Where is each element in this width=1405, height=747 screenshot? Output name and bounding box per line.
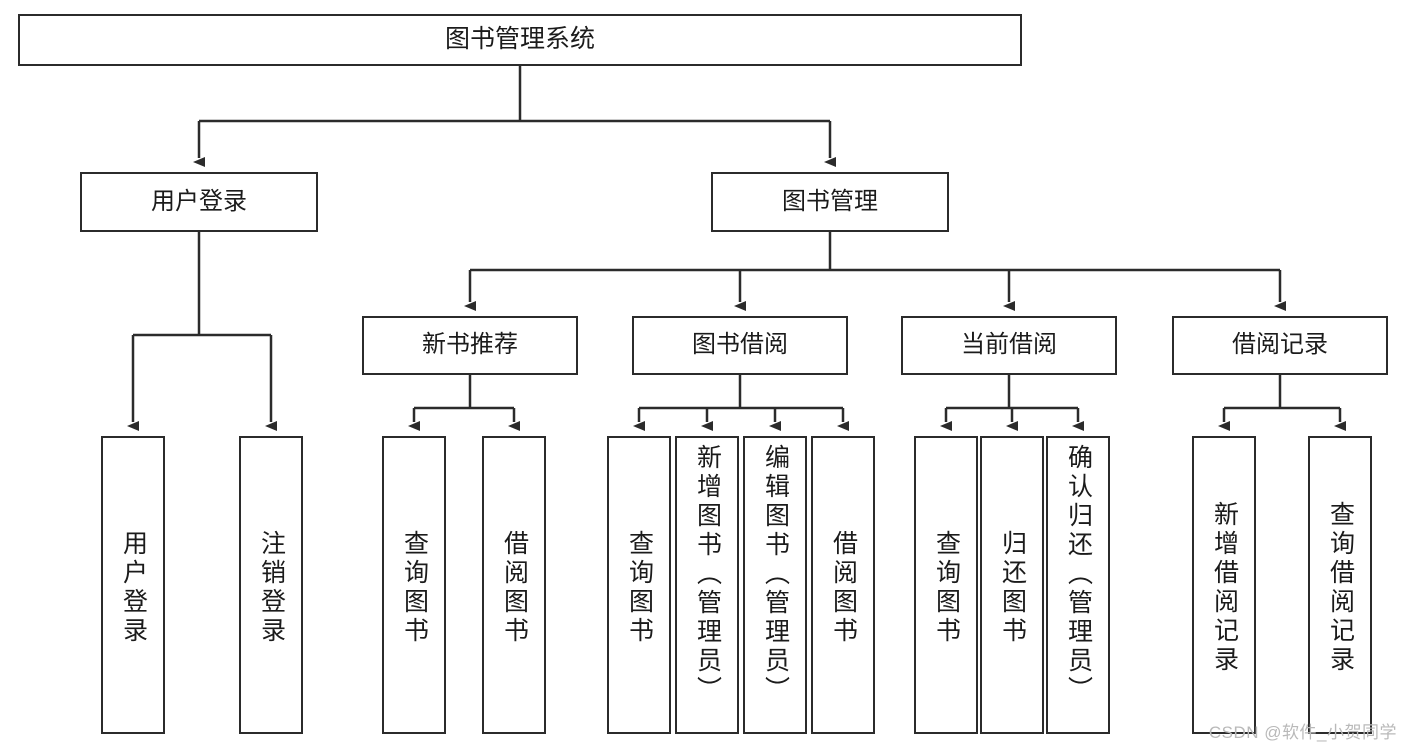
node-label: 查询图书 <box>625 530 654 646</box>
leaf-newbook-borrow-book[interactable]: 借阅图书 <box>482 436 546 734</box>
node-book-management[interactable]: 图书管理 <box>711 172 949 232</box>
leaf-borrow-query-book[interactable]: 查询图书 <box>607 436 671 734</box>
node-label: 注销登录 <box>257 530 286 646</box>
node-label: 用户登录 <box>151 187 247 215</box>
node-new-book-recommend[interactable]: 新书推荐 <box>362 316 578 375</box>
node-label: 借阅图书 <box>500 530 529 646</box>
node-label: 借阅图书 <box>829 530 858 646</box>
leaf-user-logout[interactable]: 注销登录 <box>239 436 303 734</box>
node-label: 图书管理 <box>782 187 878 215</box>
node-label: 新书推荐 <box>422 331 518 359</box>
node-label: 图书管理系统 <box>444 25 595 54</box>
leaf-borrow-edit-book-admin[interactable]: 编辑图书（管理员） <box>743 436 807 734</box>
node-label: 新增图书（管理员） <box>693 444 722 705</box>
leaf-borrow-add-book-admin[interactable]: 新增图书（管理员） <box>675 436 739 734</box>
node-borrow-record[interactable]: 借阅记录 <box>1172 316 1388 375</box>
node-label: 借阅记录 <box>1232 331 1328 359</box>
leaf-user-login[interactable]: 用户登录 <box>101 436 165 734</box>
watermark-text: CSDN @软件_小贺同学 <box>1208 723 1397 742</box>
node-label: 查询图书 <box>932 530 961 646</box>
node-label: 查询借阅记录 <box>1326 501 1355 675</box>
node-label: 确认归还（管理员） <box>1064 444 1093 705</box>
node-current-borrow[interactable]: 当前借阅 <box>901 316 1117 375</box>
node-user-login[interactable]: 用户登录 <box>80 172 318 232</box>
leaf-borrow-borrow-book[interactable]: 借阅图书 <box>811 436 875 734</box>
node-label: 新增借阅记录 <box>1210 501 1239 675</box>
node-root-system[interactable]: 图书管理系统 <box>18 14 1022 66</box>
node-label: 归还图书 <box>998 530 1027 646</box>
node-book-borrow[interactable]: 图书借阅 <box>632 316 848 375</box>
leaf-current-query-book[interactable]: 查询图书 <box>914 436 978 734</box>
leaf-record-query-record[interactable]: 查询借阅记录 <box>1308 436 1372 734</box>
leaf-newbook-query-book[interactable]: 查询图书 <box>382 436 446 734</box>
node-label: 用户登录 <box>119 530 148 646</box>
node-label: 图书借阅 <box>692 331 788 359</box>
leaf-current-confirm-return-admin[interactable]: 确认归还（管理员） <box>1046 436 1110 734</box>
leaf-current-return-book[interactable]: 归还图书 <box>980 436 1044 734</box>
node-label: 查询图书 <box>400 530 429 646</box>
node-label: 当前借阅 <box>961 331 1057 359</box>
leaf-record-add-record[interactable]: 新增借阅记录 <box>1192 436 1256 734</box>
node-label: 编辑图书（管理员） <box>761 444 790 705</box>
